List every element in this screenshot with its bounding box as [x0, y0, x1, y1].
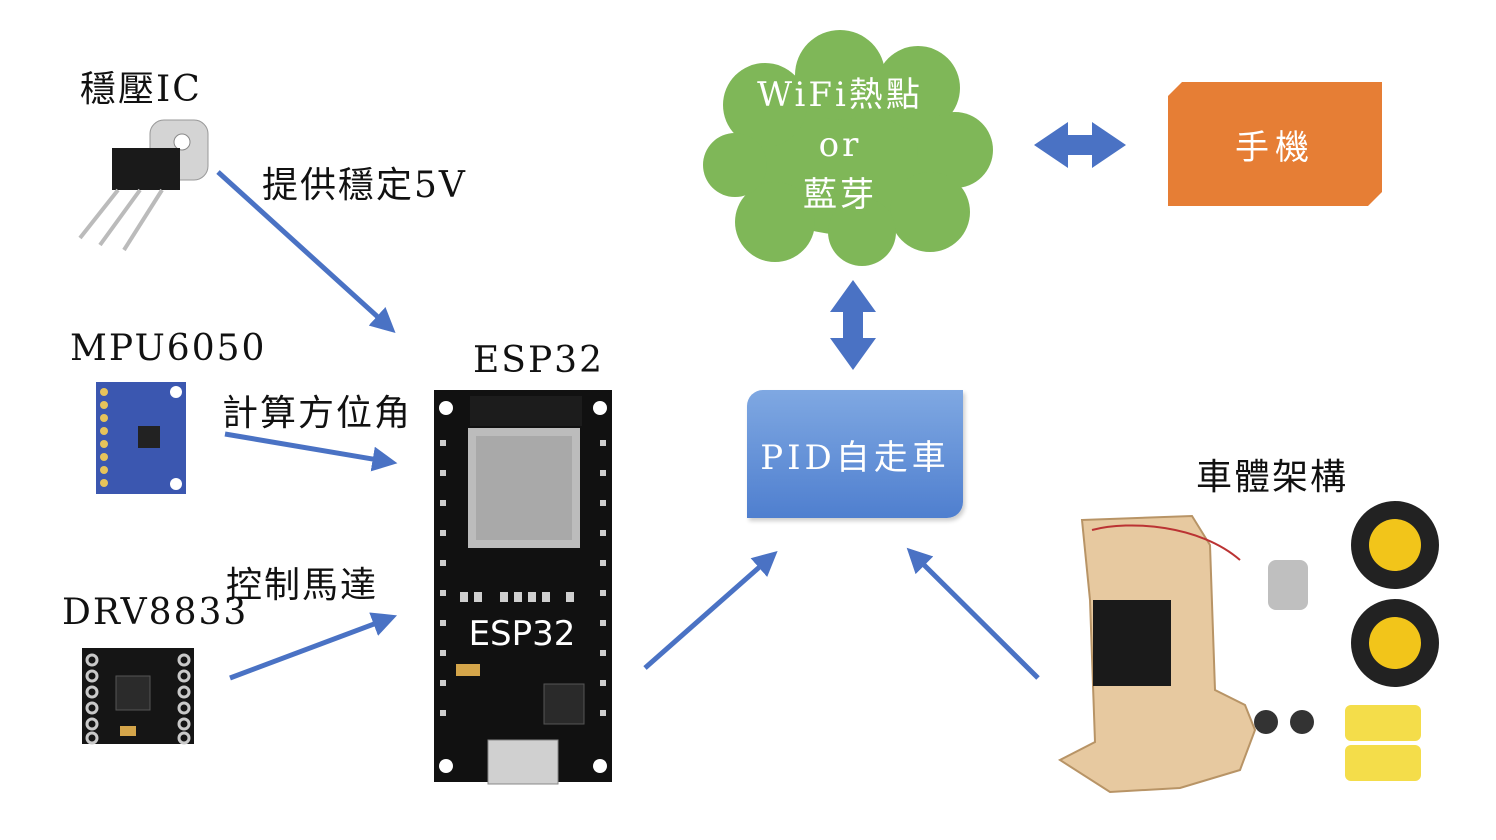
- car-chassis-kit-image: [1057, 501, 1439, 794]
- phone-box: 手機: [1168, 82, 1382, 206]
- cloud-shape: [703, 30, 993, 266]
- drv8833-module-image: [82, 648, 194, 745]
- phone-label: 手機: [1235, 127, 1315, 168]
- cloud-line-3: 藍芽: [803, 175, 877, 215]
- pid-car-box: PID自走車: [747, 390, 963, 518]
- esp32-board-image: [434, 390, 612, 785]
- arrow-chassis-to-pid: [906, 547, 1040, 680]
- mpu-arrow-label: 計算方位角: [222, 393, 413, 434]
- voltage-regulator-image: [78, 119, 209, 252]
- pid-label: PID自走車: [760, 437, 950, 478]
- chassis-label: 車體架構: [1196, 457, 1349, 498]
- arrow-drv-to-esp32: [229, 612, 398, 681]
- esp32-title: ESP32: [473, 340, 604, 381]
- cloud-line-2: or: [818, 125, 862, 165]
- regulator-arrow-label: 提供穩定5V: [262, 165, 467, 206]
- mpu-label: MPU6050: [70, 328, 267, 369]
- cloud-label: WiFi熱點 or 藍芽: [740, 70, 940, 220]
- cloud-line-1: WiFi熱點: [757, 75, 923, 115]
- arrow-regulator-to-esp32: [216, 170, 396, 334]
- drv-arrow-label: 控制馬達: [226, 565, 379, 606]
- arrow-esp32-to-pid: [643, 551, 778, 670]
- arrow-mpu-to-esp32: [224, 431, 398, 472]
- regulator-label: 穩壓IC: [80, 69, 202, 110]
- drv-label: DRV8833: [62, 592, 249, 633]
- mpu6050-module-image: [96, 382, 186, 494]
- double-arrow-cloud-phone: [1034, 122, 1126, 168]
- esp32-board-text: ESP32: [469, 614, 576, 654]
- double-arrow-cloud-pid: [830, 280, 876, 370]
